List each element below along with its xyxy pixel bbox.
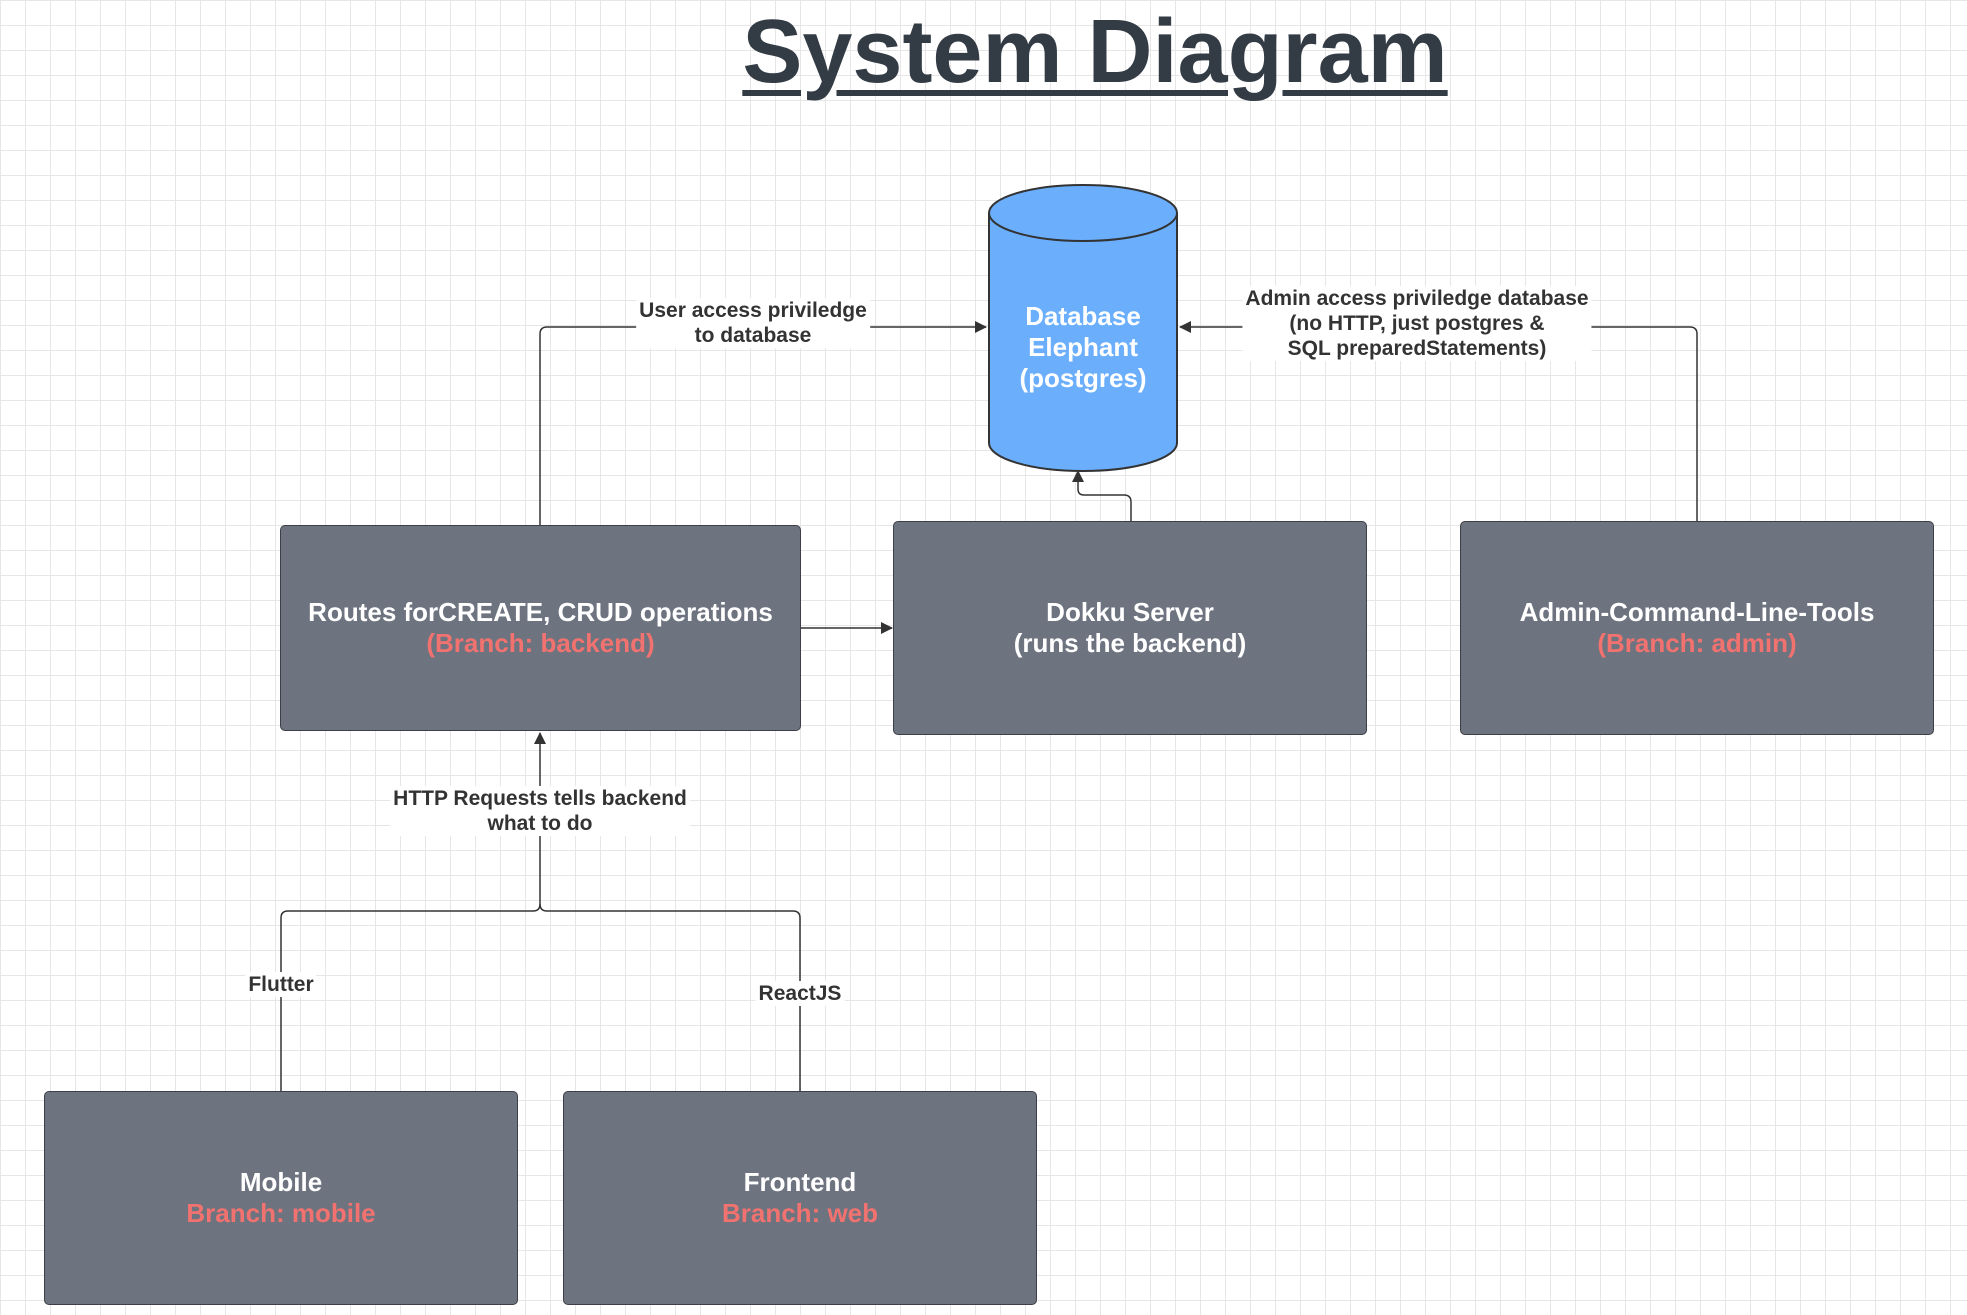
edge-label-http-line1: HTTP Requests tells backend [393, 787, 687, 810]
edge-label-admin-access-line3: SQL preparedStatements) [1287, 337, 1547, 360]
database-label-line2: Elephant [1028, 332, 1138, 362]
edge-label-admin-access-line1: Admin access priviledge database [1245, 287, 1589, 310]
edge-label-user-access-line2: to database [694, 324, 812, 347]
edge-label-user-access-line1: User access priviledge [639, 299, 867, 322]
edge-label-flutter: Flutter [245, 972, 317, 997]
node-dokku-server[interactable]: Dokku Server (runs the backend) [893, 521, 1367, 735]
edge-dokku-to-database [1072, 470, 1132, 521]
node-mobile[interactable]: Mobile Branch: mobile [44, 1091, 518, 1305]
edge-label-http-line2: what to do [487, 812, 593, 835]
node-admin-tools[interactable]: Admin-Command-Line-Tools (Branch: admin) [1460, 521, 1934, 735]
edge-label-reactjs-text: ReactJS [758, 982, 842, 1005]
edge-label-reactjs: ReactJS [755, 981, 845, 1006]
node-routes-label: Routes forCREATE, CRUD operations [308, 597, 773, 627]
edge-label-flutter-text: Flutter [248, 973, 314, 996]
node-dokku-label: Dokku Server [1046, 597, 1214, 627]
node-frontend-label: Frontend [743, 1167, 857, 1197]
edge-admin-to-database [1179, 321, 1698, 521]
node-frontend-branch: Branch: web [721, 1198, 879, 1228]
node-mobile-label: Mobile [239, 1167, 323, 1197]
node-dokku-sub: (runs the backend) [1013, 628, 1247, 658]
database-label: Database Elephant (postgres) [990, 301, 1176, 394]
edge-label-admin-access-line2: (no HTTP, just postgres & [1289, 312, 1545, 335]
node-admin-branch: (Branch: admin) [1597, 628, 1797, 658]
node-frontend[interactable]: Frontend Branch: web [563, 1091, 1037, 1305]
edge-frontend-to-routes [539, 903, 801, 1091]
database-label-line1: Database [1025, 301, 1141, 331]
edge-label-user-access: User access priviledge to database [636, 298, 870, 348]
page-title: System Diagram [742, 2, 1448, 102]
edge-label-admin-access: Admin access priviledge database (no HTT… [1242, 286, 1592, 361]
database-label-line3: (postgres) [1019, 363, 1147, 393]
node-routes[interactable]: Routes forCREATE, CRUD operations (Branc… [280, 525, 801, 731]
edge-routes-to-database [539, 321, 987, 525]
node-mobile-branch: Branch: mobile [186, 1198, 376, 1228]
edge-label-http: HTTP Requests tells backend what to do [390, 786, 690, 836]
node-admin-label: Admin-Command-Line-Tools [1519, 597, 1875, 627]
node-routes-branch: (Branch: backend) [426, 628, 655, 658]
